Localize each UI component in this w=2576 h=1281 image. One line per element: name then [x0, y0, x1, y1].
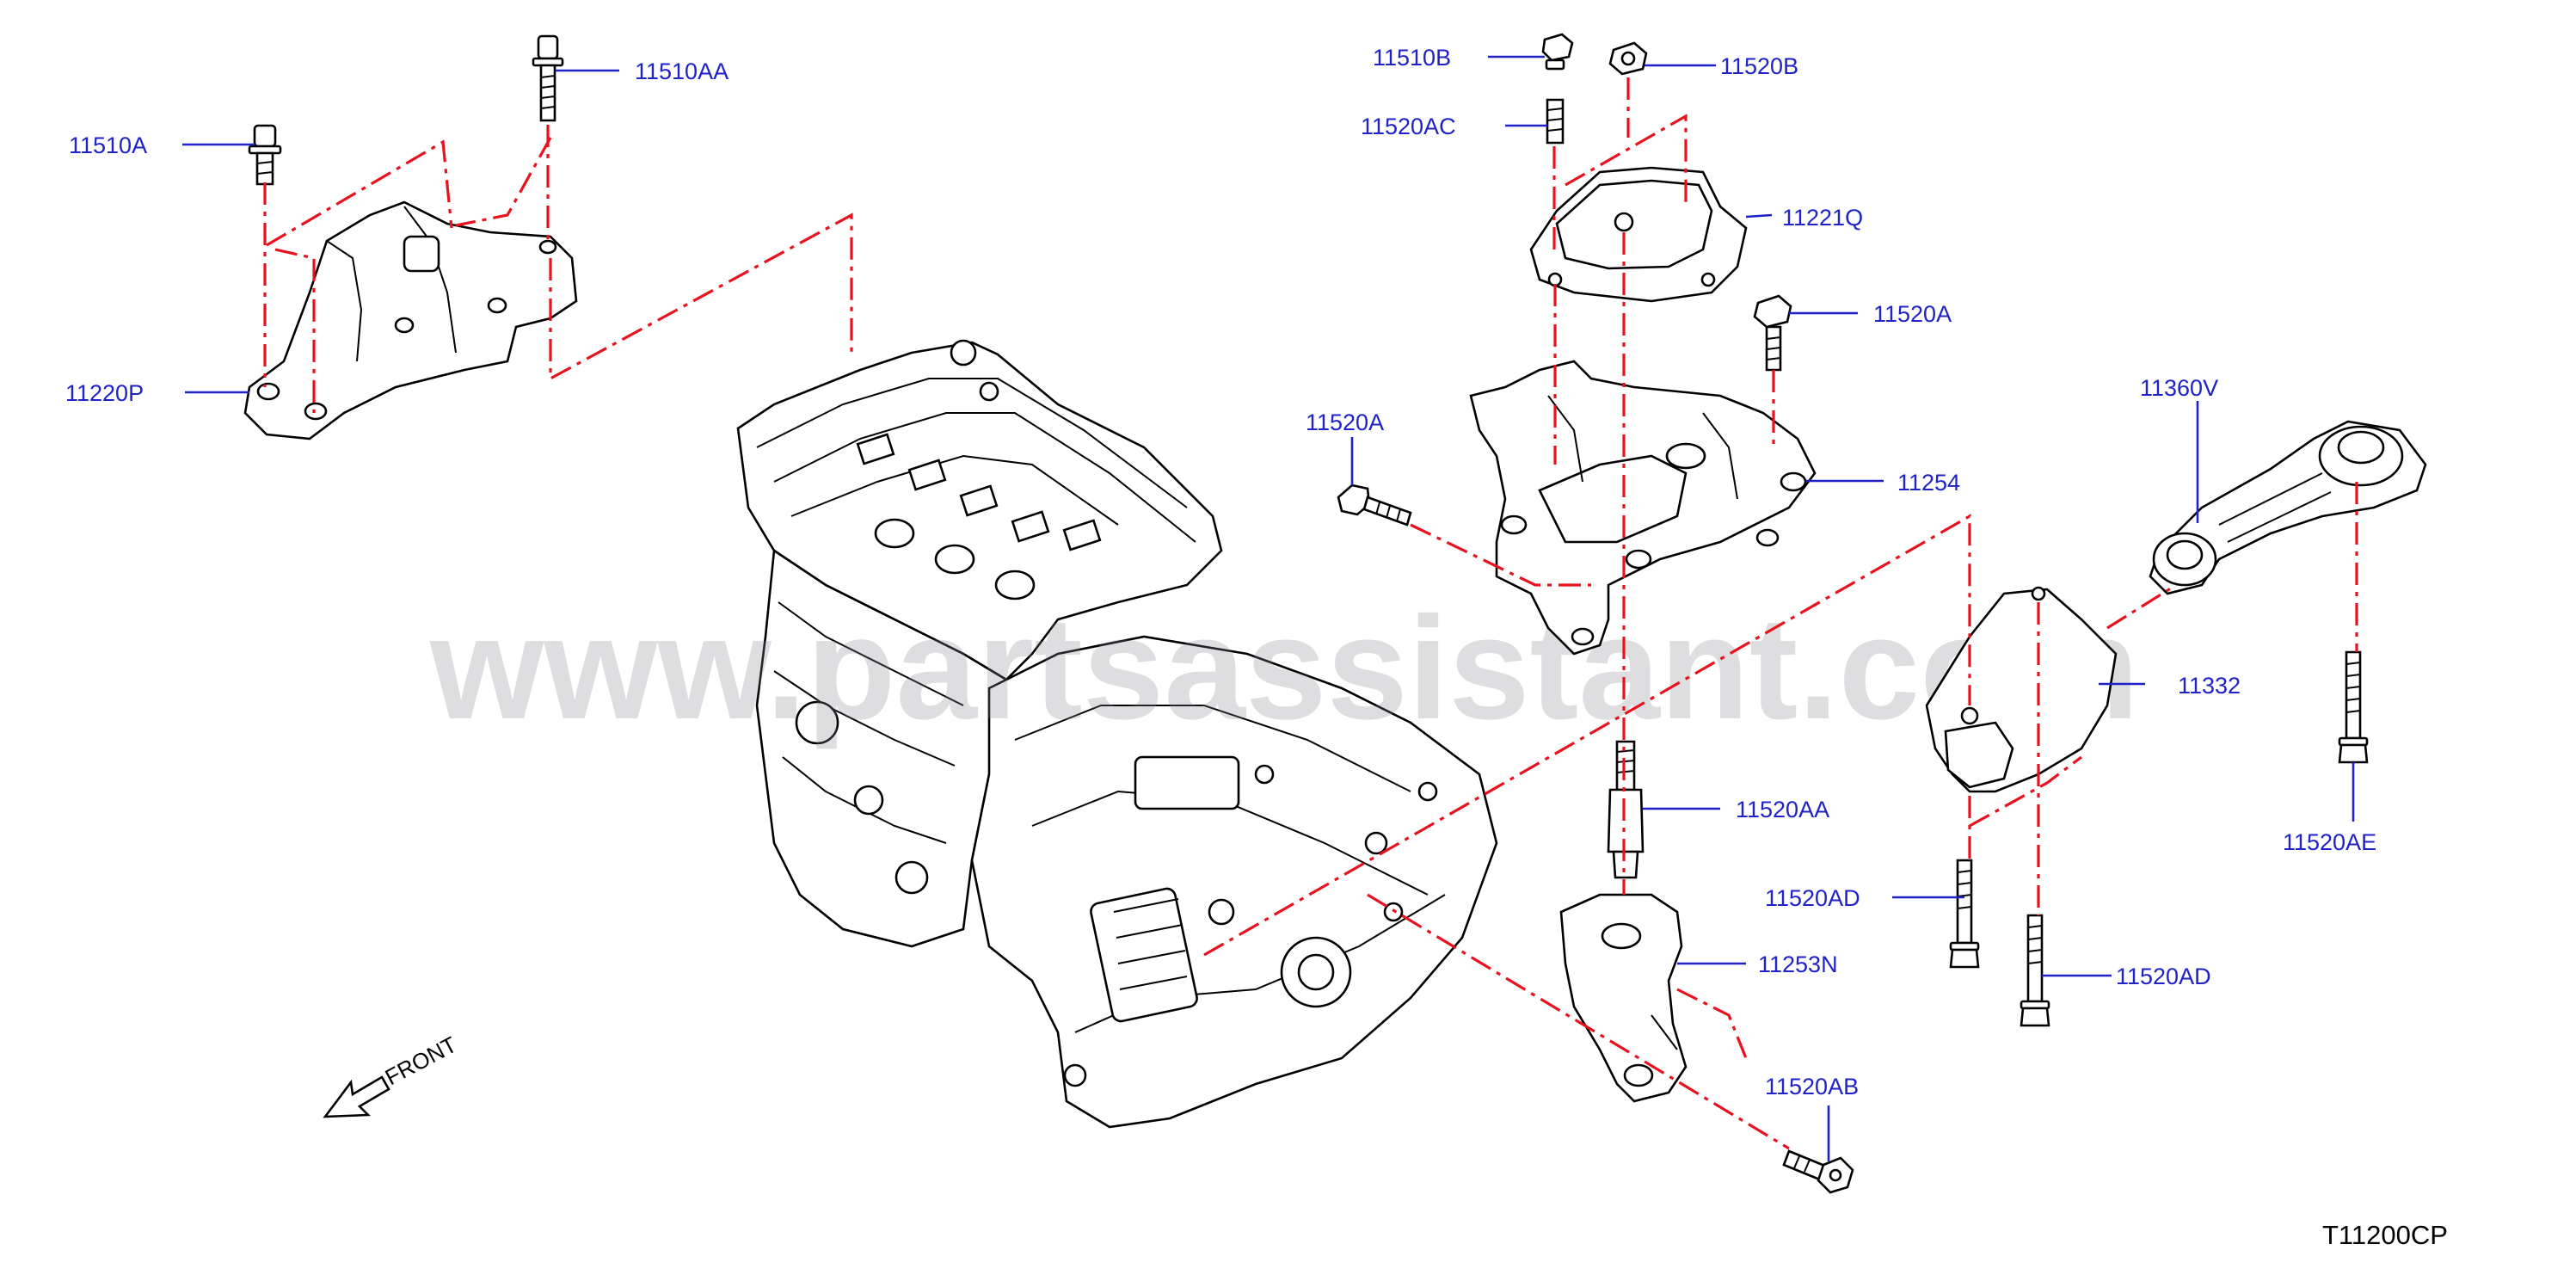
stud-11520AA [1607, 740, 1645, 879]
bolt-11520A-top [1753, 294, 1792, 372]
front-indicator: FRONT [323, 1032, 461, 1118]
bolt-11520AD-right [2020, 914, 2050, 1027]
callout-11520AA: 11520AA [1736, 797, 1829, 822]
torque-rod-11360V [2149, 420, 2427, 595]
callout-leaders [182, 55, 2355, 1161]
transaxle-details [1063, 755, 1438, 1087]
bracket-11253N [1559, 893, 1688, 1103]
engine-transaxle-assembly [736, 339, 1498, 1129]
callout-11520AE: 11520AE [2283, 829, 2376, 855]
installation-lines [263, 77, 2358, 1150]
engine-mount-11220P [243, 200, 578, 440]
bracket-11332 [1925, 586, 2118, 793]
callout-11254: 11254 [1897, 470, 1960, 496]
camshaft-details [856, 339, 1102, 600]
insulator-11221Q [1529, 166, 1748, 303]
callout-11520AD-left: 11520AD [1765, 885, 1860, 911]
callout-11520AD-right: 11520AD [2116, 964, 2211, 989]
callout-11221Q: 11221Q [1782, 205, 1863, 231]
drawing-code: T11200CP [2322, 1220, 2448, 1250]
bolt-11510AA [532, 34, 564, 122]
callout-11510B: 11510B [1373, 45, 1451, 71]
callout-11253N: 11253N [1758, 952, 1838, 977]
callout-11520AC: 11520AC [1361, 114, 1456, 139]
bolt-11520AB [1782, 1149, 1854, 1194]
front-arrow-icon [323, 1075, 390, 1118]
callout-11220P: 11220P [65, 380, 144, 406]
callout-11520A-left: 11520A [1306, 410, 1384, 435]
callout-11520A-top: 11520A [1873, 301, 1952, 327]
bolt-11520A-left [1337, 483, 1412, 527]
callout-labels: 11510AA 11510A 11220P 11510B 11520B 1152… [65, 45, 2376, 1099]
watermark-text: www.partsassistant.com [429, 587, 2139, 750]
stud-11520AC [1546, 98, 1565, 145]
bolt-11520AE [2338, 650, 2369, 764]
bolt-11520AD-left [1949, 859, 1980, 969]
callout-11520AB: 11520AB [1765, 1074, 1859, 1099]
bolt-11510A [248, 124, 282, 186]
bracket-11254 [1469, 360, 1817, 656]
front-label: FRONT [381, 1032, 461, 1091]
callout-11510AA: 11510AA [635, 59, 729, 84]
callout-11332: 11332 [2178, 673, 2241, 699]
callout-11510A: 11510A [69, 132, 147, 158]
callout-11520B: 11520B [1720, 53, 1798, 79]
nut-11520B [1608, 41, 1648, 76]
bolt-11510B [1541, 33, 1574, 71]
callout-11360V: 11360V [2140, 375, 2218, 401]
